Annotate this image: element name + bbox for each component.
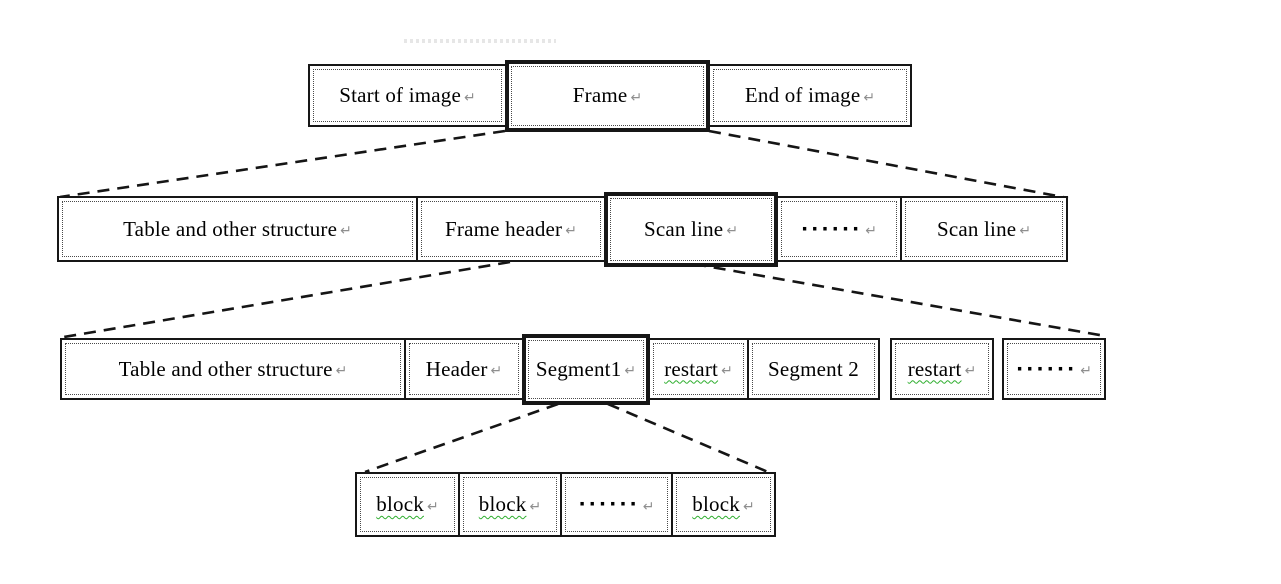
faint-ghost-text-artifact — [404, 39, 556, 43]
box-scan-line-1: Scan line↵ — [604, 191, 778, 267]
ellipsis-dots: ······ — [578, 493, 640, 515]
box-block-2: block↵ — [458, 472, 562, 537]
row-segment-level: block↵ block↵ ······↵ block↵ — [355, 472, 776, 537]
box-label: End of image — [744, 83, 861, 107]
box-label: Scan line — [936, 216, 1017, 241]
row-scan-line-level: Table and other structure↵ Header↵ Segme… — [60, 333, 1106, 405]
row-frame-level: Table and other structure↵ Frame header↵… — [57, 191, 1068, 267]
paragraph-mark-icon: ↵ — [490, 363, 503, 379]
box-label: block — [692, 492, 740, 516]
box-label: Table and other structure — [123, 216, 338, 241]
connector-dashed-line-1 — [59, 129, 506, 199]
box-table-and-other-structure-1: Table and other structure↵ — [57, 196, 418, 262]
box-label: Scan line — [643, 216, 724, 241]
paragraph-mark-icon: ↵ — [865, 223, 878, 239]
box-ellipsis-1: ······↵ — [776, 196, 902, 262]
connector-dashed-line-3 — [63, 260, 511, 339]
box-label: Segment1 — [535, 356, 622, 381]
paragraph-mark-icon: ↵ — [742, 498, 755, 515]
paragraph-mark-icon: ↵ — [964, 363, 977, 379]
paragraph-mark-icon: ↵ — [426, 498, 439, 515]
box-header: Header↵ — [404, 338, 524, 400]
box-ellipsis-3: ······↵ — [560, 472, 673, 537]
box-segment-2: Segment 2 — [747, 338, 880, 400]
box-label: Header — [425, 356, 488, 381]
paragraph-mark-icon: ↵ — [624, 363, 637, 379]
box-label: restart — [664, 356, 719, 381]
connector-dashed-line-4 — [693, 262, 1106, 338]
box-label: Frame header — [445, 216, 563, 241]
connector-dashed-line-5 — [364, 402, 559, 474]
box-label: restart — [907, 356, 962, 381]
box-end-of-image: End of image↵ — [708, 64, 912, 127]
paragraph-mark-icon: ↵ — [863, 89, 876, 106]
box-scan-line-2: Scan line↵ — [900, 196, 1068, 262]
paragraph-mark-icon: ↵ — [340, 223, 352, 239]
box-start-of-image: Start of image↵ — [308, 64, 507, 127]
paragraph-mark-icon: ↵ — [1019, 223, 1032, 239]
box-restart-1: restart↵ — [648, 338, 749, 400]
connector-dashed-line-2 — [708, 129, 1069, 200]
row-image-level: Start of image↵ Frame↵ End of image↵ — [308, 59, 912, 132]
box-block-1: block↵ — [355, 472, 460, 537]
paragraph-mark-icon: ↵ — [642, 498, 655, 515]
box-label: block — [376, 492, 424, 516]
paragraph-mark-icon: ↵ — [726, 223, 739, 239]
box-frame: Frame↵ — [505, 59, 710, 132]
box-block-3: block↵ — [671, 472, 776, 537]
paragraph-mark-icon: ↵ — [464, 89, 476, 106]
box-label: Start of image — [339, 83, 462, 107]
paragraph-mark-icon: ↵ — [529, 498, 542, 515]
box-ellipsis-2: ······↵ — [1002, 338, 1106, 400]
paragraph-mark-icon: ↵ — [721, 363, 733, 379]
box-table-and-other-structure-2: Table and other structure↵ — [60, 338, 406, 400]
box-label: Frame — [572, 83, 628, 107]
paragraph-mark-icon: ↵ — [565, 223, 577, 239]
box-label: block — [478, 492, 527, 516]
box-segment1: Segment1↵ — [522, 333, 650, 405]
connector-dashed-line-6 — [607, 402, 769, 474]
box-restart-2: restart↵ — [890, 338, 994, 400]
box-label: Segment 2 — [767, 356, 860, 381]
box-label: Table and other structure — [118, 356, 333, 381]
paragraph-mark-icon: ↵ — [1080, 363, 1093, 379]
paragraph-mark-icon: ↵ — [630, 89, 643, 106]
ellipsis-dots: ······ — [1015, 357, 1078, 380]
ellipsis-dots: ······ — [800, 217, 863, 240]
paragraph-mark-icon: ↵ — [335, 363, 348, 379]
box-frame-header: Frame header↵ — [416, 196, 606, 262]
